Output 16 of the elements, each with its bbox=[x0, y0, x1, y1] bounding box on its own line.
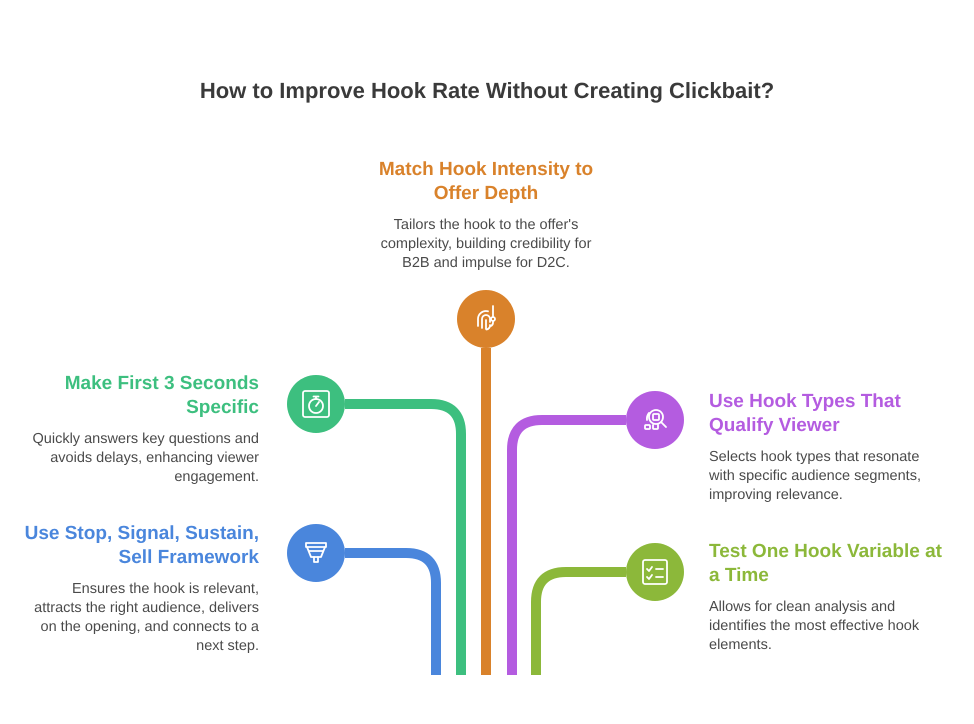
item-heading: Use Stop, Signal, Sustain, Sell Framework bbox=[24, 522, 259, 570]
item-description: Selects hook types that resonate with specific audience segments, improving relevance. bbox=[709, 448, 922, 505]
connector-line bbox=[345, 548, 441, 675]
connector-line bbox=[531, 567, 626, 675]
diagram-title: How to Improve Hook Rate Without Creating Clickbait? bbox=[198, 77, 776, 105]
item-heading: Make First 3 Seconds Specific bbox=[64, 372, 259, 420]
item-description: Ensures the hook is relevant, attracts the right audience, delivers on the opening, and connects to a next step. bbox=[33, 580, 259, 656]
item-description: Tailors the hook to the offer's complexity, building credibility for B2B and impulse for D2C. bbox=[380, 216, 592, 273]
connector-line bbox=[481, 348, 491, 675]
connector-line bbox=[507, 415, 626, 675]
item-heading: Use Hook Types That Qualify Viewer bbox=[709, 390, 902, 438]
item-heading: Match Hook Intensity to Offer Depth bbox=[378, 158, 594, 206]
item-heading: Test One Hook Variable at a Time bbox=[709, 540, 944, 588]
connector-line bbox=[345, 399, 466, 675]
item-description: Allows for clean analysis and identifies the most effective hook elements. bbox=[709, 598, 920, 655]
item-description: Quickly answers key questions and avoids delays, enhancing viewer engagement. bbox=[32, 430, 259, 487]
